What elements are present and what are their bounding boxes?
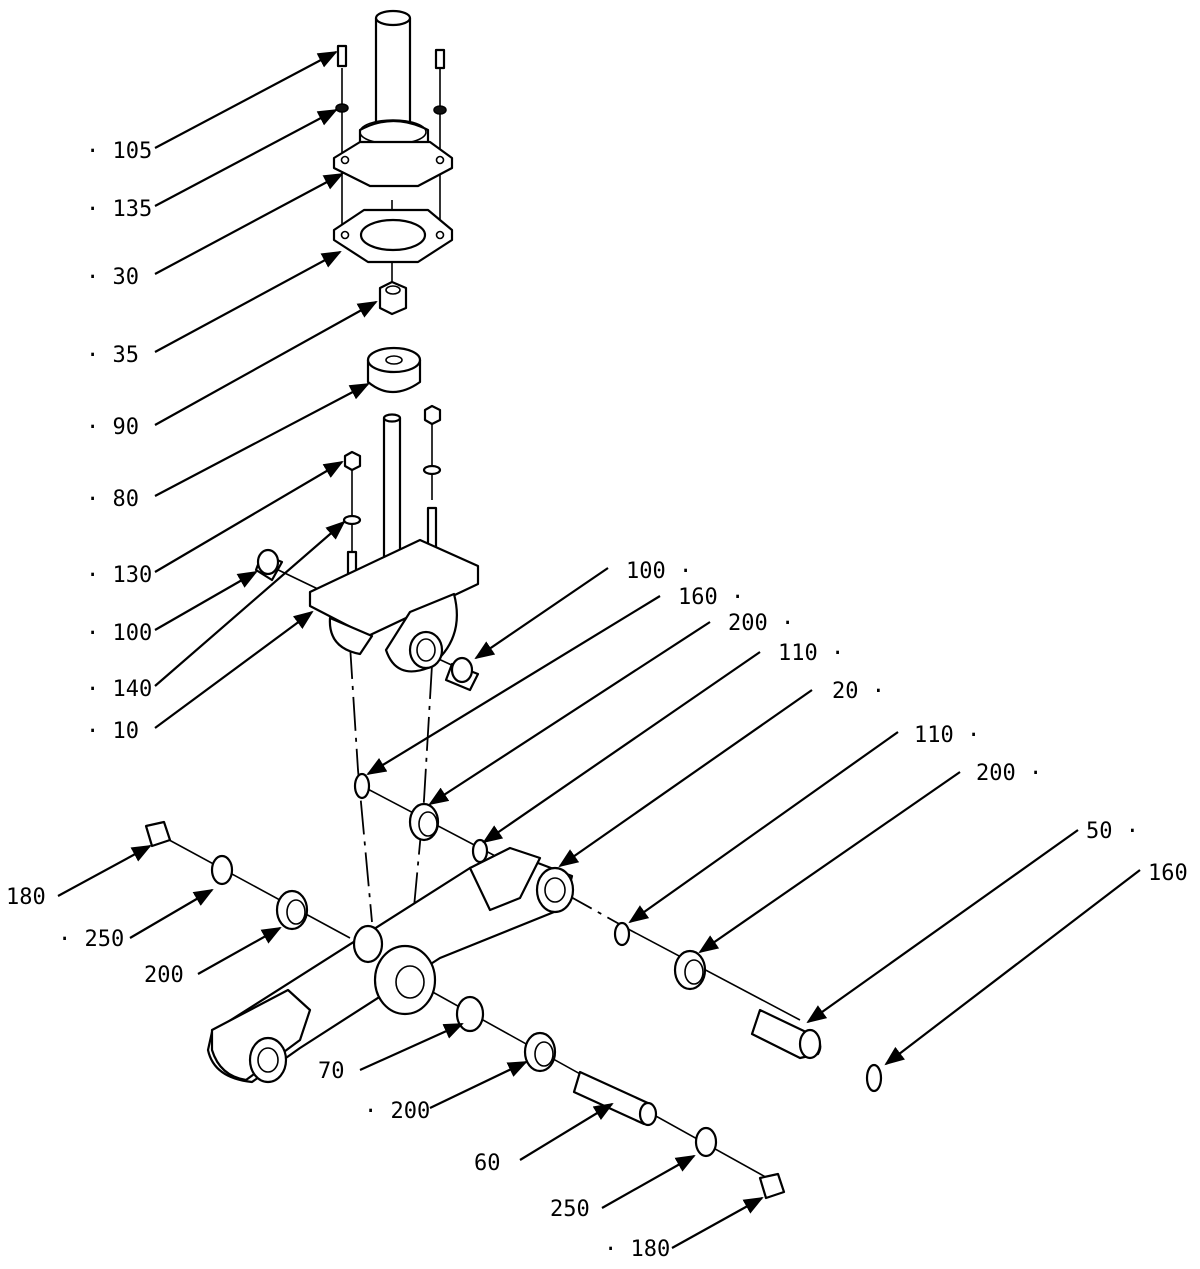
leader-lines (57, 51, 1141, 1249)
projection-lines (349, 644, 433, 951)
callout-110-a: 110 · (778, 641, 844, 666)
callout-100-left: · 100 (86, 621, 152, 646)
callout-60: 60 (474, 1151, 501, 1176)
hex-nut (378, 280, 408, 316)
callout-105: · 105 (86, 139, 152, 164)
callout-135: · 135 (86, 197, 152, 222)
callout-200-d: · 200 (364, 1099, 430, 1124)
thick-spacer (366, 346, 422, 394)
callout-250-left: · 250 (58, 927, 124, 952)
gasket-plate (332, 208, 454, 264)
callout-90: · 90 (86, 415, 139, 440)
callout-110-b: 110 · (914, 723, 980, 748)
axial-row-upper (353, 772, 489, 864)
callout-80: · 80 (86, 487, 139, 512)
callout-200-a: 200 · (728, 611, 794, 636)
callout-70: 70 (318, 1059, 345, 1084)
callout-130: · 130 (86, 563, 152, 588)
callout-140: · 140 (86, 677, 152, 702)
callout-50: 50 · (1086, 819, 1139, 844)
axial-row-left (144, 820, 309, 931)
callout-160-b: 160 (1148, 861, 1188, 886)
callout-180-left: 180 (6, 885, 46, 910)
callout-35: · 35 (86, 343, 139, 368)
callout-200-b: 200 · (976, 761, 1042, 786)
top-screws (335, 44, 447, 115)
axial-row-right (613, 921, 883, 1093)
upper-flange (332, 140, 454, 188)
callout-10: · 10 (86, 719, 139, 744)
axial-row-lower (455, 995, 786, 1200)
callout-100-right: 100 · (626, 559, 692, 584)
callout-200-c: 200 (144, 963, 184, 988)
callout-30: · 30 (86, 265, 139, 290)
bushings-upper (254, 548, 480, 692)
callout-20: 20 · (832, 679, 885, 704)
mounting-bracket (308, 538, 480, 673)
swing-arm (206, 846, 575, 1084)
callout-labels: · 105 · 135 · 30 · 35 · 90 · 80 · 130 · … (6, 139, 1188, 1262)
callout-180-right: · 180 (604, 1237, 670, 1262)
callout-160-a: 160 · (678, 585, 744, 610)
callout-250-right: 250 (550, 1197, 590, 1222)
